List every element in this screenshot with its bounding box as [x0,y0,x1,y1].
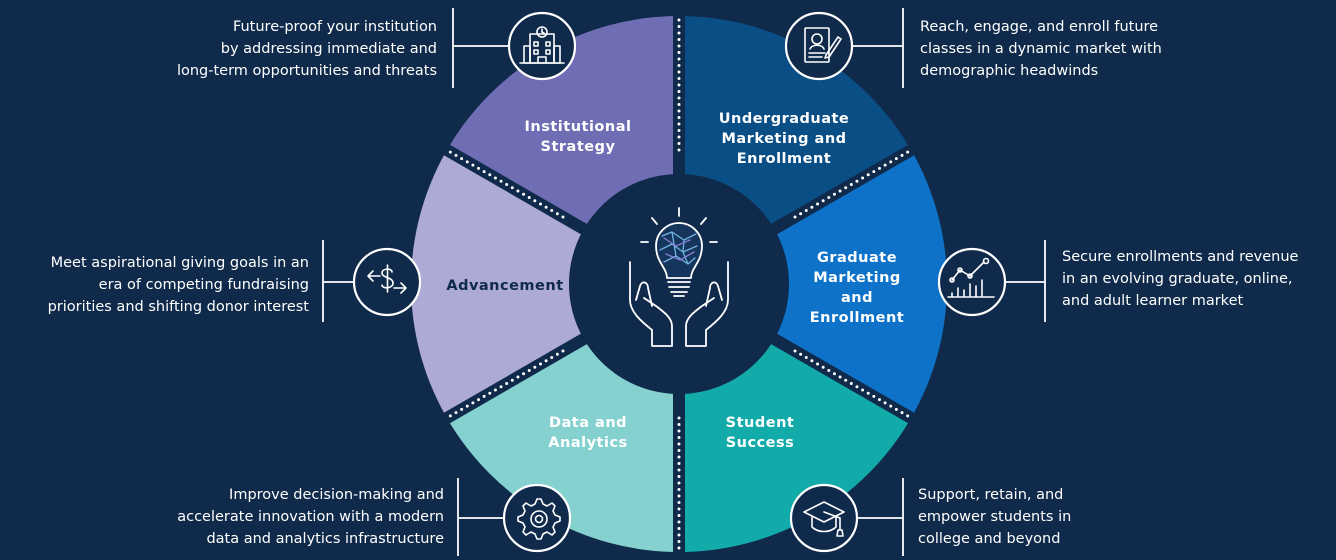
gear-icon [517,498,561,540]
desc-student-success: Support, retain, and empower students in c… [918,484,1168,550]
dollar-transfer-icon [367,264,407,294]
desc-advancement: Meet aspirational giving goals in an era … [0,252,309,318]
icon-circle-institutional[interactable] [507,11,577,81]
lightbulb-hands-icon [629,207,729,347]
icon-circle-graduate[interactable] [937,247,1007,317]
description-line: Future-proof your institution [232,19,437,35]
label-advancement: Advancement [446,278,563,294]
segment-graduate-enrollment[interactable] [679,150,948,418]
description-line: classes in a dynamic market with [920,41,1162,57]
description-line: Improve decision-making and [229,487,444,503]
segment-label-line: Success [726,435,795,451]
description-line: and adult learner market [1062,293,1244,309]
growth-chart-icon [947,257,995,298]
description-line: by addressing immediate and [220,41,437,57]
description-line: in an evolving graduate, online, [1062,271,1293,287]
description-line: college and beyond [918,531,1061,547]
graduation-cap-icon [803,501,845,537]
segment-label-line: Enrollment [810,310,904,326]
segment-label-line: Marketing and [721,131,846,147]
segment-advancement[interactable] [410,150,679,418]
description-line: data and analytics infrastructure [206,531,444,547]
description-line: Meet aspirational giving goals in an [50,255,309,271]
application-form-icon [804,27,842,63]
description-line: accelerate innovation with a modern [177,509,444,525]
description-line: demographic headwinds [920,63,1099,79]
building-icon [519,26,565,64]
segment-label-line: Data and [549,415,627,431]
desc-undergraduate-enrollment: Reach, engage, and enroll future classes … [920,16,1220,82]
segment-label-line: Advancement [446,278,563,294]
segment-label-line: and [841,290,873,306]
desc-graduate-enrollment: Secure enrollments and revenue in an evol… [1062,246,1334,312]
description-line: era of competing fundraising [98,277,309,293]
segment-label-line: Analytics [548,435,627,451]
segment-label-line: Institutional [525,119,632,135]
description-line: empower students in [918,509,1072,525]
connector-lines [322,8,1046,556]
icon-circle-student-success[interactable] [789,483,859,553]
segment-label-line: Enrollment [737,151,831,167]
description-line: Secure enrollments and revenue [1062,249,1299,265]
hub-circle [569,174,789,394]
description-line: long-term opportunities and threats [176,63,437,79]
description-line: Support, retain, and [918,487,1064,503]
desc-institutional-strategy: Future-proof your institution by addressi… [130,16,437,82]
segment-label-line: Student [726,415,795,431]
description-line: Reach, engage, and enroll future [920,19,1159,35]
description-line: priorities and shifting donor interest [47,299,309,315]
desc-data-analytics: Improve decision-making and accelerate in… [150,484,444,550]
segment-label-line: Strategy [541,139,616,155]
segment-label-line: Graduate [817,250,897,266]
segment-label-line: Marketing [813,270,901,286]
segment-label-line: Undergraduate [719,111,850,127]
